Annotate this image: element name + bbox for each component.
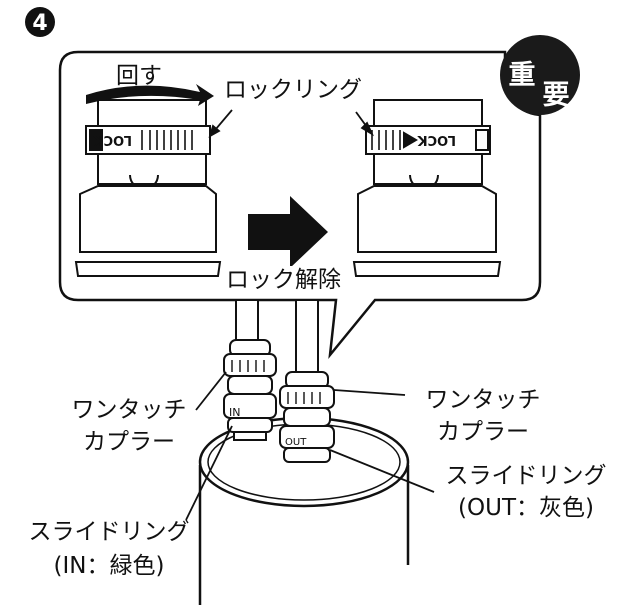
svg-text:OUT: OUT <box>285 437 307 448</box>
unlock-label: ロック解除 <box>224 266 343 294</box>
label-leaders <box>185 371 435 521</box>
important-badge-line1: 重 <box>509 60 536 91</box>
coupler-right-label-line1: ワンタッチ <box>425 387 541 413</box>
coupler-unlocked <box>352 99 502 277</box>
lock-text-right: LOCK <box>417 132 456 147</box>
svg-text:IN: IN <box>229 406 240 419</box>
lock-ring-leaders <box>208 109 375 138</box>
step-number-badge: 4 <box>25 7 55 37</box>
lock-text-left: LOCK <box>93 132 132 147</box>
lock-ring-left <box>85 125 211 155</box>
slide-ring-in-label-line2: (IN：緑色) <box>53 553 165 579</box>
coupler-left-label-line1: ワンタッチ <box>71 397 187 423</box>
coupler-in: IN <box>223 339 277 441</box>
slide-ring-out-label-line2: (OUT：灰色) <box>458 495 594 521</box>
lock-ring-label: ロックリング <box>224 77 362 103</box>
important-badge: 重 要 <box>500 35 580 115</box>
rotate-arrow <box>86 84 214 106</box>
coupler-out: OUT <box>279 371 335 463</box>
important-badge-line2: 要 <box>543 80 570 111</box>
direction-arrow <box>248 196 328 268</box>
rotate-label: 回す <box>116 63 162 89</box>
coupler-locked <box>74 99 222 277</box>
step-number: 4 <box>32 11 47 36</box>
slide-ring-out-label-line1: スライドリング <box>445 463 607 489</box>
coupler-left-label-line2: カプラー <box>83 429 175 455</box>
slide-ring-in-label-line1: スライドリング <box>28 519 190 545</box>
coupler-right-label-line2: カプラー <box>437 419 529 445</box>
